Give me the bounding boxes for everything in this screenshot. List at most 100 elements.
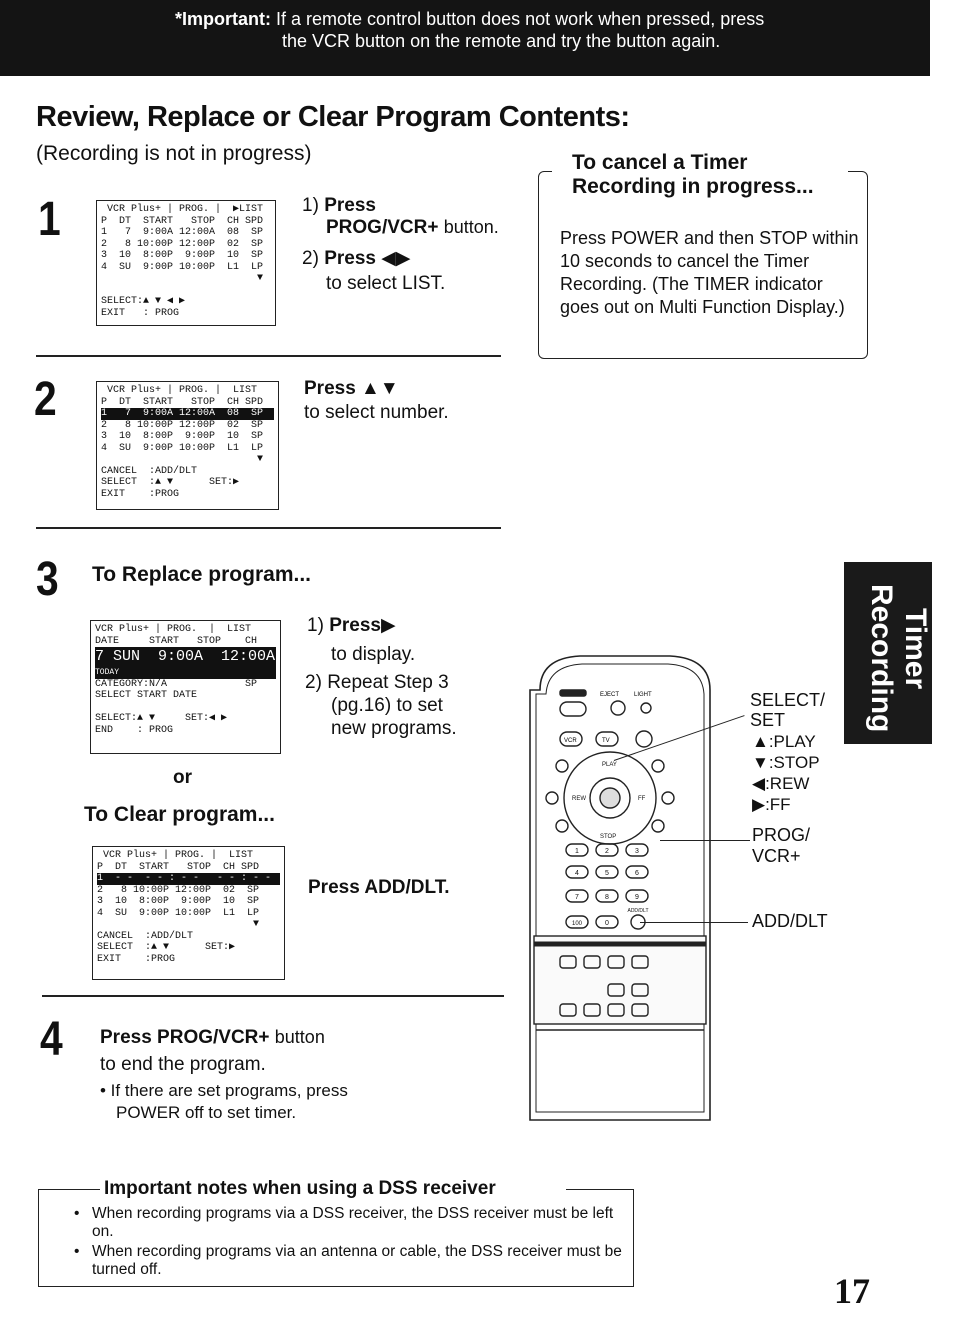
select-set-label-2: SET (750, 710, 786, 730)
select-set-label-1: SELECT/ (750, 690, 826, 710)
digit-8: 8 (605, 894, 609, 901)
dss-notes-list: When recording programs via a DSS receiv… (74, 1205, 626, 1281)
clear-screen-row: SELECT :▲ ▼ SET:▶ (97, 942, 236, 953)
clear-screen-row: P DT START STOP CH SPD (97, 861, 260, 873)
divider-3 (42, 995, 504, 997)
step-2-instruction-rest: to select number. (304, 402, 449, 423)
prog-label-2: VCR+ (752, 846, 801, 866)
play-legend: ▲:PLAY (752, 732, 816, 751)
step-2-number: 2 (34, 373, 57, 426)
digit-0: 0 (605, 920, 609, 927)
step-3-screen-row: 7 SUN 9:00A 12:00A 08 (95, 647, 276, 667)
remote-outline (529, 655, 711, 1121)
step-4-button-word: button (274, 1027, 325, 1047)
step-2-screen-row: P DT START STOP CH SPD (101, 396, 264, 408)
tab-line-2: Recording (865, 584, 898, 733)
step-3-screen-row (95, 702, 276, 714)
important-banner: *Important: If a remote control button d… (0, 0, 930, 76)
clear-screen-row: VCR Plus+ | PROG. | LIST (97, 850, 254, 861)
add-dlt-small-label: ADD/DLT (627, 908, 648, 914)
step-2-screen-row: 4 SU 9:00P 10:00P L1 LP (101, 442, 264, 454)
step-3-screen-row: VCR Plus+ | PROG. | LIST (95, 624, 252, 635)
clear-instruction: Press ADD/DLT. (308, 877, 450, 898)
step-1-press-lr: Press ◀▶ (324, 248, 411, 269)
dss-note-2: When recording programs via an antenna o… (74, 1243, 626, 1279)
step-1-number: 1 (38, 193, 61, 246)
step-2-screen-row: ▼ (101, 454, 264, 465)
step-2-instruction-bold: Press ▲▼ (304, 377, 399, 400)
timer-recording-tab: Timer Recording (844, 562, 932, 744)
step-3-instruction-2c: new programs. (331, 718, 457, 739)
power-button (559, 701, 587, 717)
step-1-screen-row: ▼ (101, 273, 264, 284)
remote-control-illustration: EJECT LIGHT VCR TV PLAY STOP REW FF (529, 655, 711, 1121)
step-1-screen-row: P DT START STOP CH SPD (101, 215, 264, 227)
play-label: PLAY (602, 762, 617, 768)
banner-label: *Important: (175, 9, 271, 29)
step-3-screen-row: SELECT:▲ ▼ SET:◀ ▶ (95, 713, 228, 724)
step-2-screen-row: CANCEL :ADD/DLT (101, 465, 198, 477)
step-3-number: 3 (36, 553, 59, 606)
step-1-instruction-2b: to select LIST. (326, 273, 446, 294)
clear-heading-text: To Clear program... (84, 803, 275, 826)
step-2-screen-row: SELECT :▲ ▼ SET:▶ (101, 477, 240, 488)
stop-label: STOP (600, 834, 616, 840)
digit-pad (565, 843, 649, 930)
tv-label: TV (602, 738, 610, 744)
top-buttons (559, 689, 652, 717)
step-1-screen-row (101, 285, 271, 297)
stop-legend: ▼:STOP (752, 753, 820, 772)
step-3-screen-row: SELECT START DATE (95, 690, 198, 701)
add-dlt-label: ADD/DLT (752, 911, 828, 931)
dss-notes-title: Important notes when using a DSS receive… (104, 1178, 496, 1199)
clear-screen-row: 4 SU 9:00P 10:00P L1 LP (97, 907, 260, 919)
eject-label: EJECT (600, 692, 619, 698)
clear-screen-row: CANCEL :ADD/DLT (97, 930, 194, 942)
dss-title-mask (100, 1178, 566, 1202)
clear-screen-row: ▼ (97, 919, 260, 930)
vcr-label: VCR (564, 738, 577, 744)
light-label: LIGHT (634, 692, 652, 698)
page-title: Review, Replace or Clear Program Content… (36, 101, 630, 133)
step-3-num-2: 2) (305, 672, 322, 693)
digit-4: 4 (575, 870, 579, 877)
banner-text-1: If a remote control button does not work… (276, 9, 765, 29)
step-1-num-1: 1) (302, 195, 319, 216)
divider-2 (36, 527, 501, 529)
step-4-press: Press PROG/VCR+ (100, 1027, 270, 1048)
step-1-num-2: 2) (302, 248, 319, 269)
clear-screen-row: EXIT :PROG (97, 953, 176, 965)
step-4-instruction-2: to end the program. (100, 1054, 266, 1075)
tv-button (595, 731, 619, 747)
step-1-screen-row: 2 8 10:00P 12:00P 02 SP (101, 238, 264, 250)
digit-3: 3 (635, 848, 639, 855)
digit-2: 2 (605, 848, 609, 855)
digit-9: 9 (635, 894, 639, 901)
digit-100: 100 (572, 921, 583, 927)
step-1-instruction-2: 2) Press ◀▶ (302, 247, 410, 270)
dss-note-1: When recording programs via a DSS receiv… (74, 1205, 626, 1241)
banner-line-1: *Important: If a remote control button d… (175, 9, 764, 30)
cancel-timer-title: To cancel a Timer Recording in progress.… (572, 151, 814, 198)
clear-screen-row: 3 10 8:00P 9:00P 10 SP (97, 896, 260, 907)
dpad (545, 751, 675, 845)
page-number: 17 (834, 1271, 870, 1311)
step-3-instruction-2: 2) Repeat Step 3 (305, 671, 449, 694)
step-2-screen-row: 1 7 9:00A 12:00A 08 SP (101, 408, 274, 420)
cancel-timer-body: Press POWER and then STOP within 10 seco… (560, 228, 859, 317)
cancel-title-mask (552, 150, 848, 202)
step-3-press: Press▶ (329, 615, 396, 636)
page-subtitle: (Recording is not in progress) (36, 142, 312, 165)
dss-button (635, 730, 653, 748)
step-1-screen-row: EXIT : PROG (101, 307, 180, 319)
ff-label: FF (638, 796, 646, 802)
digit-7: 7 (575, 894, 579, 901)
step-3-heading-text: To Replace program... (92, 563, 311, 586)
step-3-screen-row: CATEGORY:N/A SP (95, 678, 258, 690)
ff-legend: ▶:FF (752, 795, 791, 814)
tab-line-1: Timer (899, 608, 932, 690)
